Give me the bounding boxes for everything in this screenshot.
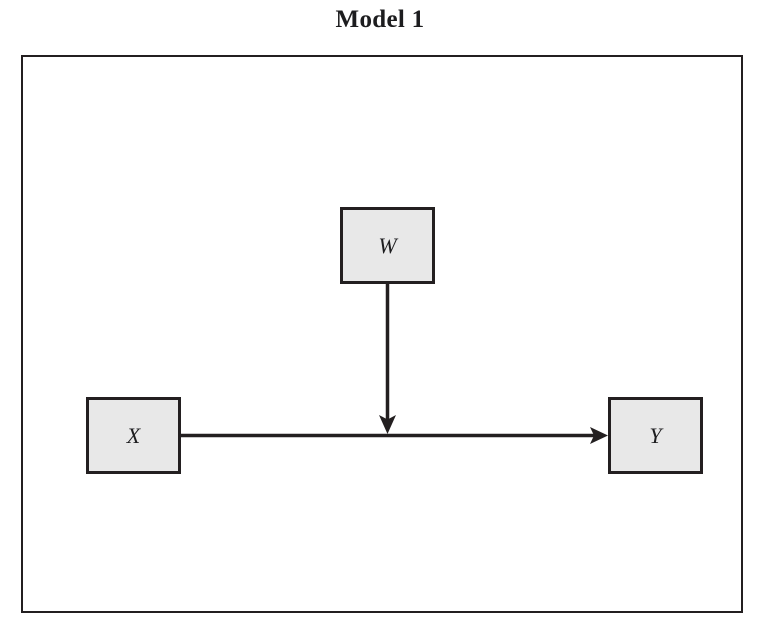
node-w[interactable]: W xyxy=(340,207,435,284)
node-x[interactable]: X xyxy=(86,397,181,474)
node-x-label: X xyxy=(126,422,141,448)
page-title: Model 1 xyxy=(335,6,425,33)
node-y[interactable]: Y xyxy=(608,397,703,474)
figure-frame xyxy=(21,55,743,613)
node-w-label: W xyxy=(378,232,397,258)
node-y-label: Y xyxy=(649,422,662,448)
